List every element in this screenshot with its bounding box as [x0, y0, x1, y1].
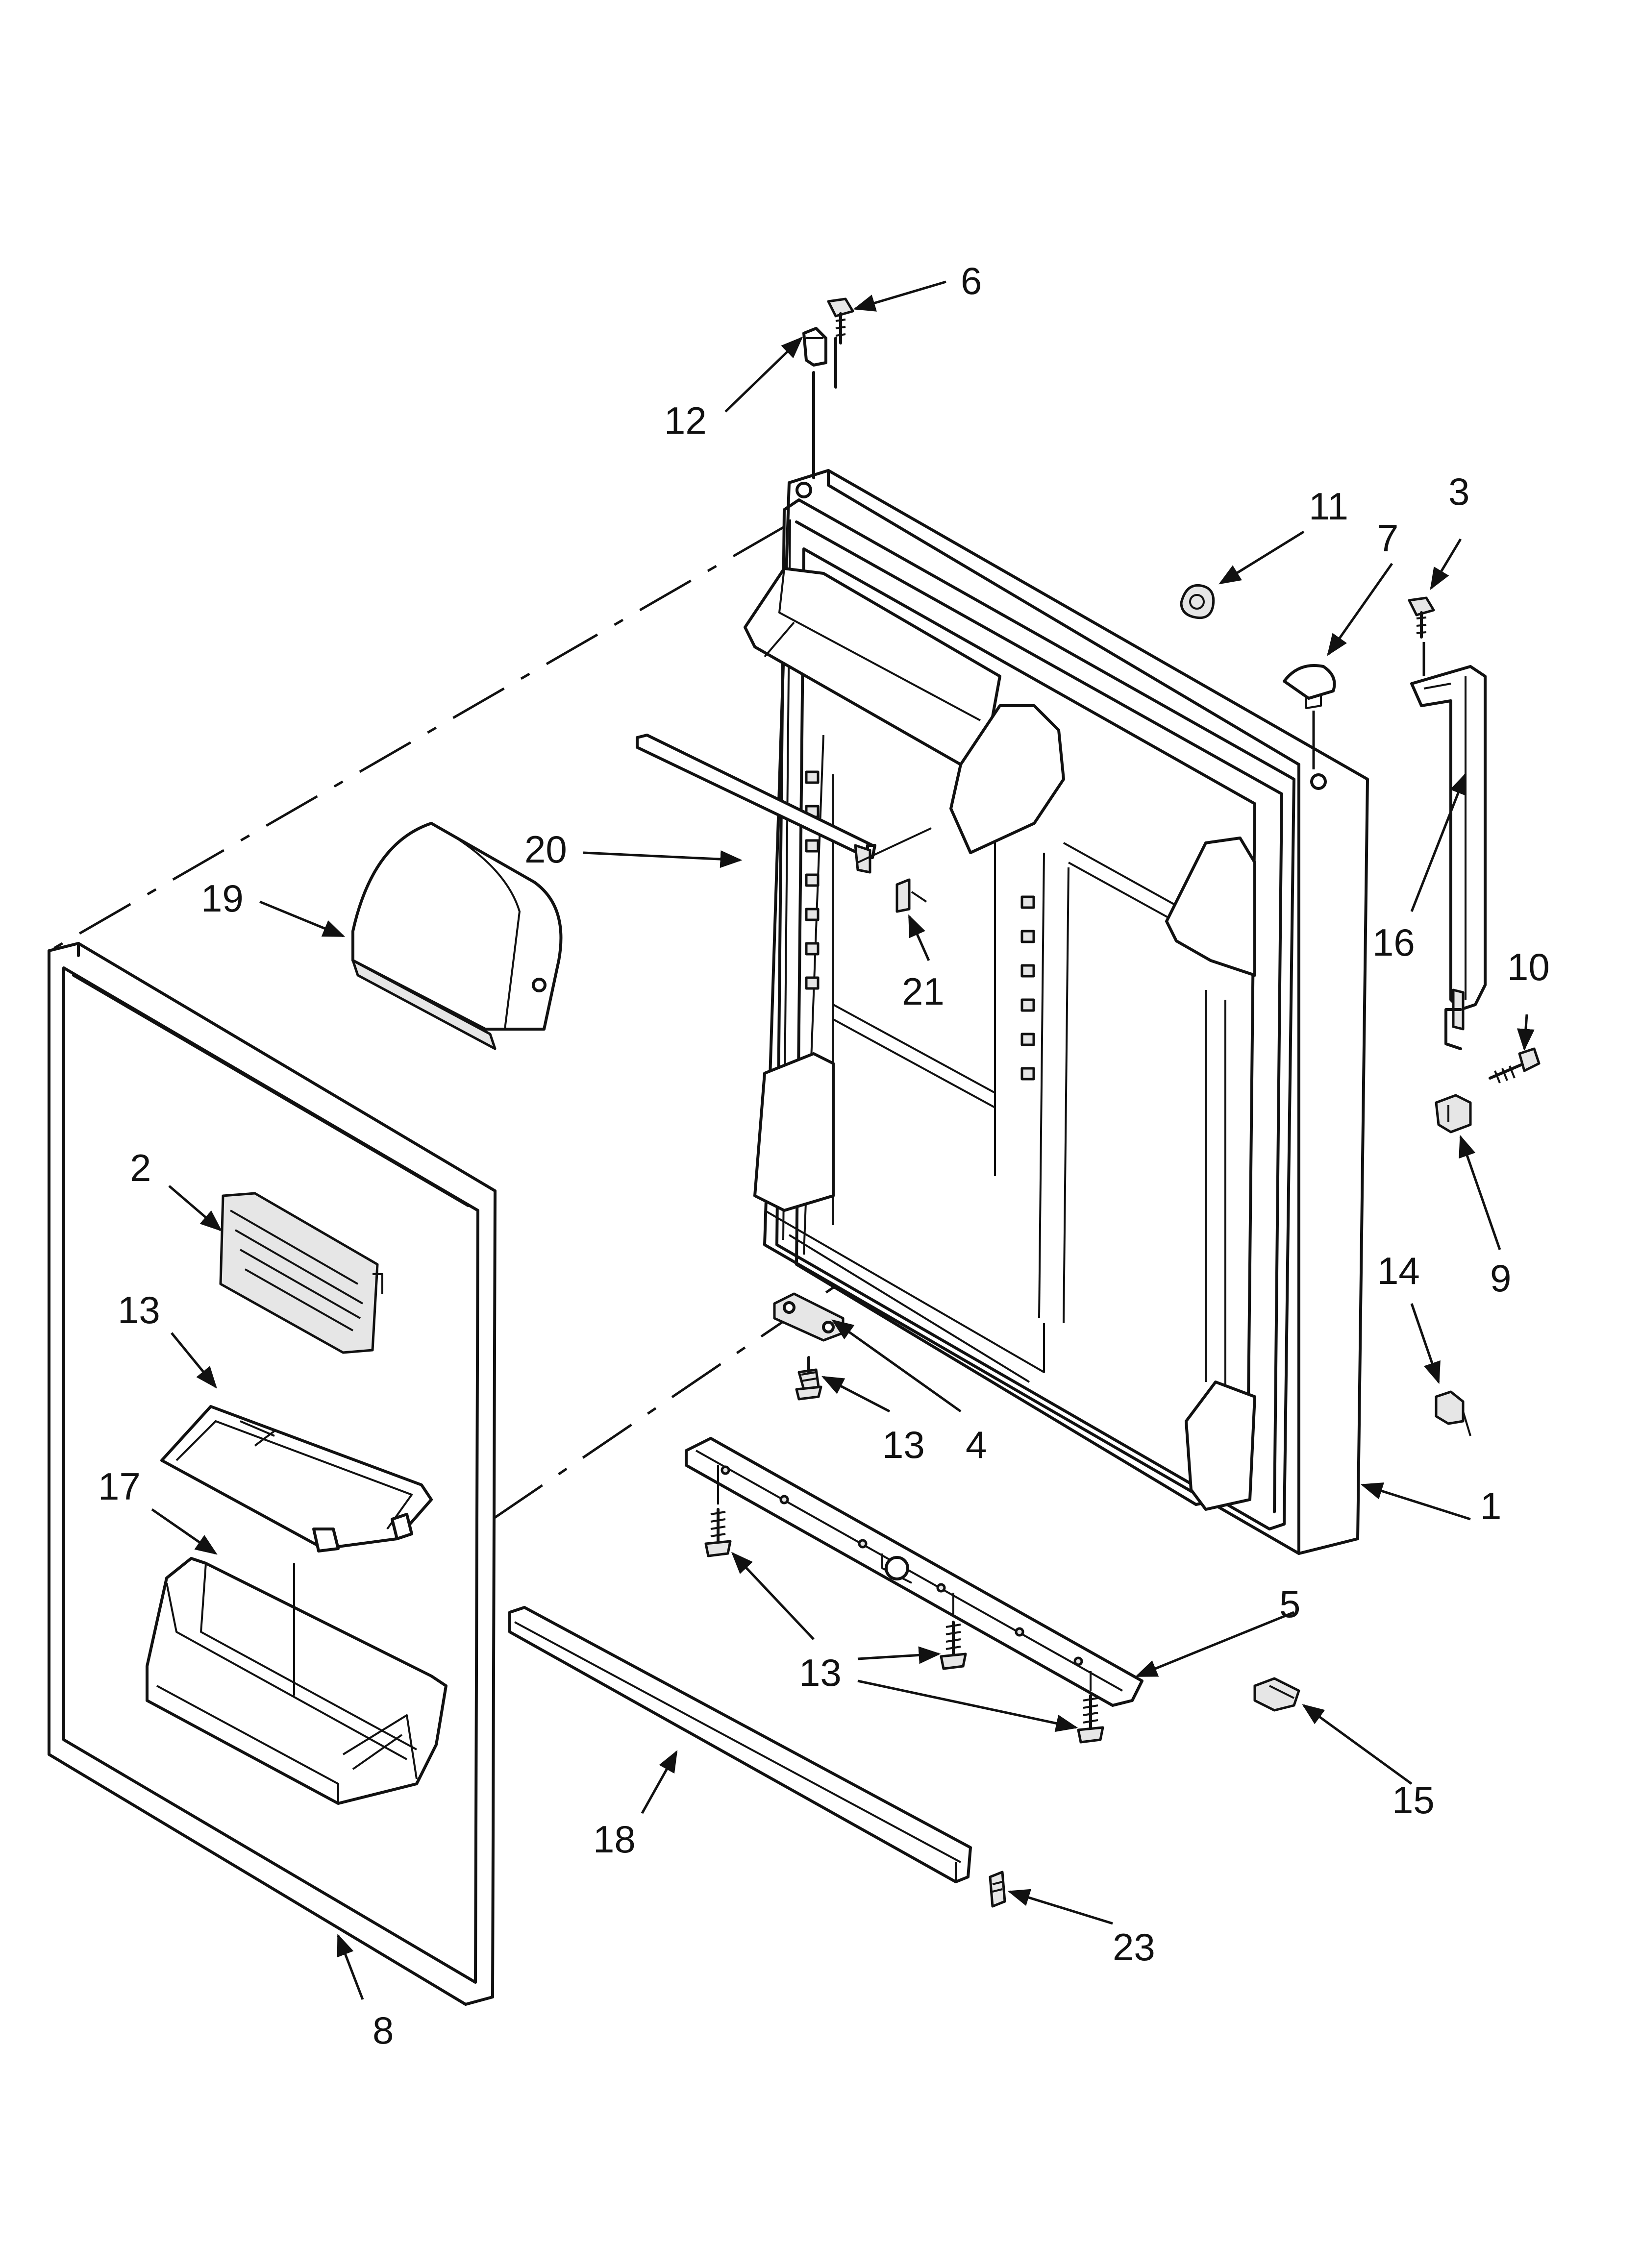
callout-13-upper: 13 [882, 1423, 925, 1466]
clip-part-15 [1435, 1390, 1471, 1436]
clip-part-9 [1435, 1094, 1472, 1134]
callout-12: 12 [664, 399, 707, 442]
bottom-trim-part-19 [508, 1606, 972, 1883]
grommet-part-11 [1180, 584, 1215, 619]
light-lens-part [219, 1192, 383, 1354]
clip-part-16 [1253, 1677, 1300, 1712]
callout-14: 13 [118, 1288, 160, 1331]
callout-labels: 6 12 11 7 3 16 10 9 14 1 20 21 19 2 13 1… [98, 259, 1550, 2052]
callout-22: 21 [902, 970, 945, 1013]
handle-part-17 [1410, 665, 1487, 1050]
dairy-cover-part [351, 822, 563, 1050]
callout-8: 8 [373, 2009, 394, 2052]
callout-17: 16 [1372, 921, 1415, 964]
clip-part-22 [895, 878, 927, 913]
trim-strip-part [636, 734, 932, 874]
screw-part-13-left [704, 1508, 732, 1557]
screw-part-10 [1489, 1047, 1541, 1084]
callout-16: 15 [1392, 1778, 1435, 1822]
callout-15: 14 [1377, 1249, 1420, 1292]
callout-1: 1 [1480, 1484, 1501, 1528]
callout-leader-lines [151, 280, 1535, 2000]
callout-19: 18 [593, 1818, 636, 1861]
callout-3: 3 [1448, 470, 1469, 513]
screw-part-13-right [1077, 1694, 1104, 1744]
screw-part-13-upper [795, 1356, 822, 1401]
hinge-bar-part-5 [685, 1437, 1144, 1707]
screw-part-6 [827, 297, 854, 345]
callout-2: 2 [130, 1146, 151, 1189]
callout-13-lower: 13 [799, 1651, 842, 1694]
callout-11: 11 [1309, 485, 1348, 528]
screw-part-13-mid [940, 1621, 967, 1670]
clip-part-23 [989, 1871, 1006, 1908]
door-bin-part [146, 1557, 448, 1805]
callout-10: 10 [1507, 945, 1550, 988]
plug-part-12 [802, 327, 837, 479]
callout-9: 9 [1490, 1257, 1511, 1300]
hinge-bracket-part-4 [773, 1292, 845, 1342]
callout-23: 23 [1113, 1925, 1155, 1969]
callout-6: 6 [961, 259, 982, 302]
callout-21: 20 [524, 828, 567, 871]
door-frame-part [744, 469, 1369, 1555]
callout-7: 7 [1377, 517, 1398, 560]
callout-18: 17 [98, 1465, 141, 1508]
callout-4: 4 [966, 1423, 987, 1466]
screw-part-3 [1408, 596, 1435, 676]
door-shelf-part [160, 1405, 433, 1553]
callout-20: 19 [201, 877, 244, 920]
callout-5: 5 [1279, 1582, 1300, 1626]
cap-part-7 [1283, 664, 1336, 774]
shelf-peg-holes [805, 770, 1035, 1081]
